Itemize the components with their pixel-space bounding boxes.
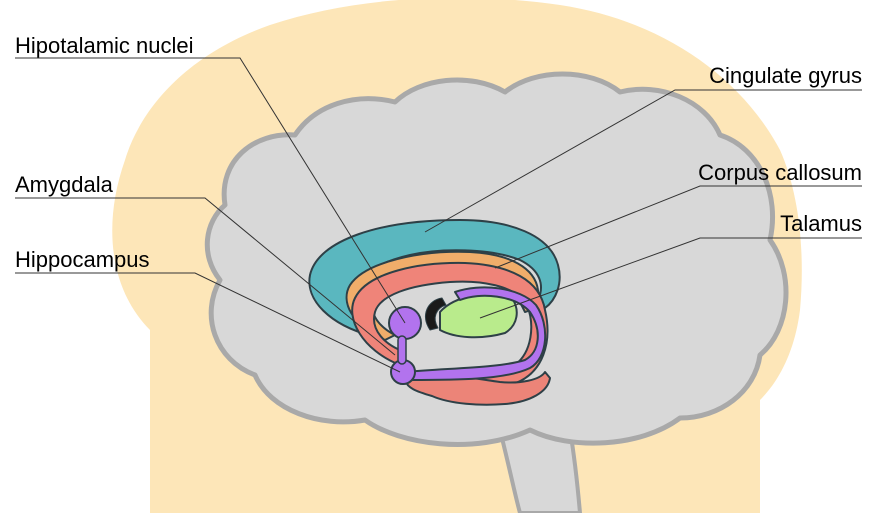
- label-hypothalamic-nuclei: Hipotalamic nuclei: [15, 33, 194, 58]
- label-thalamus: Talamus: [780, 211, 862, 236]
- label-hippocampus: Hippocampus: [15, 247, 150, 272]
- nuclei-connector: [398, 336, 406, 364]
- label-cingulate-gyrus: Cingulate gyrus: [709, 63, 862, 88]
- label-amygdala: Amygdala: [15, 172, 114, 197]
- label-corpus-callosum: Corpus callosum: [698, 160, 862, 185]
